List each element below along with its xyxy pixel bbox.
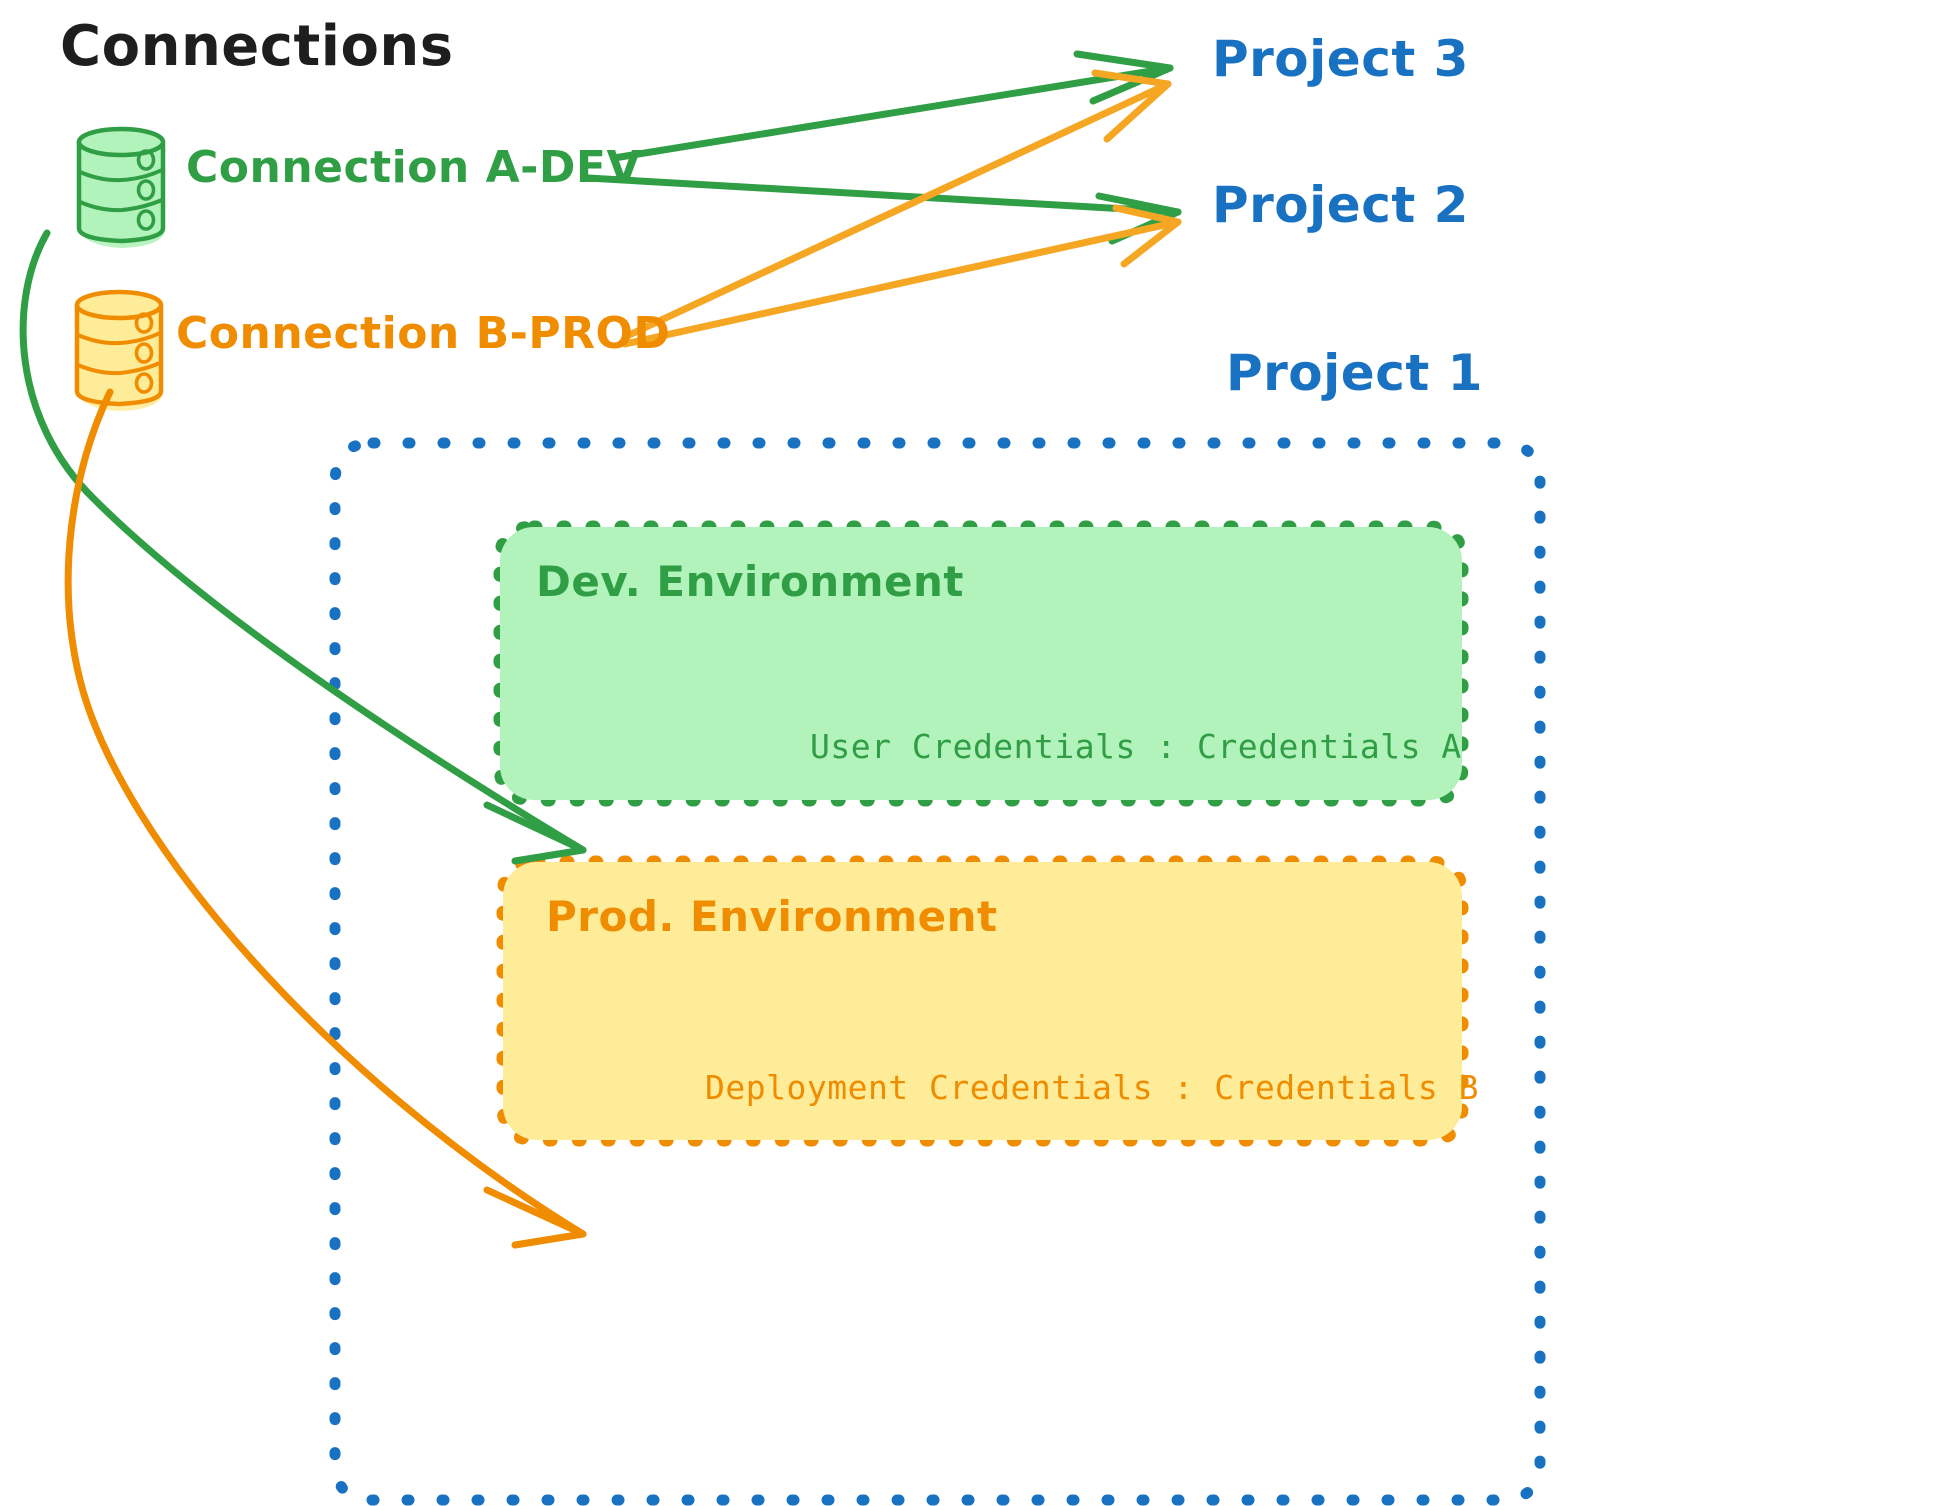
database-cylinder-icon-orange — [74, 289, 164, 411]
edge-connection-a-to-project-3 — [610, 50, 1174, 162]
page-title: Connections — [60, 14, 454, 79]
edge-connection-b-to-prod-environment — [64, 388, 587, 1249]
dev-environment-credentials: User Credentials : Credentials A — [810, 727, 1462, 766]
prod-environment-title: Prod. Environment — [546, 892, 998, 941]
database-cylinder-icon-green — [76, 126, 166, 248]
connection-b-label[interactable]: Connection B-PROD — [176, 308, 671, 359]
connection-a-label[interactable]: Connection A-DEV — [186, 142, 642, 193]
edge-connection-a-to-dev-environment — [19, 229, 587, 865]
edge-connection-b-to-project-2 — [621, 204, 1182, 348]
dev-environment-title: Dev. Environment — [536, 557, 964, 606]
project-1-label[interactable]: Project 1 — [1226, 344, 1483, 402]
edge-connection-a-to-project-2 — [584, 174, 1182, 245]
dev-environment-box[interactable] — [500, 527, 1462, 800]
project-2-label[interactable]: Project 2 — [1212, 176, 1469, 234]
edge-connection-b-to-project-3 — [623, 69, 1172, 340]
prod-environment-box[interactable] — [503, 862, 1462, 1140]
project-3-label[interactable]: Project 3 — [1212, 30, 1469, 88]
prod-environment-credentials: Deployment Credentials : Credentials B — [705, 1068, 1479, 1107]
